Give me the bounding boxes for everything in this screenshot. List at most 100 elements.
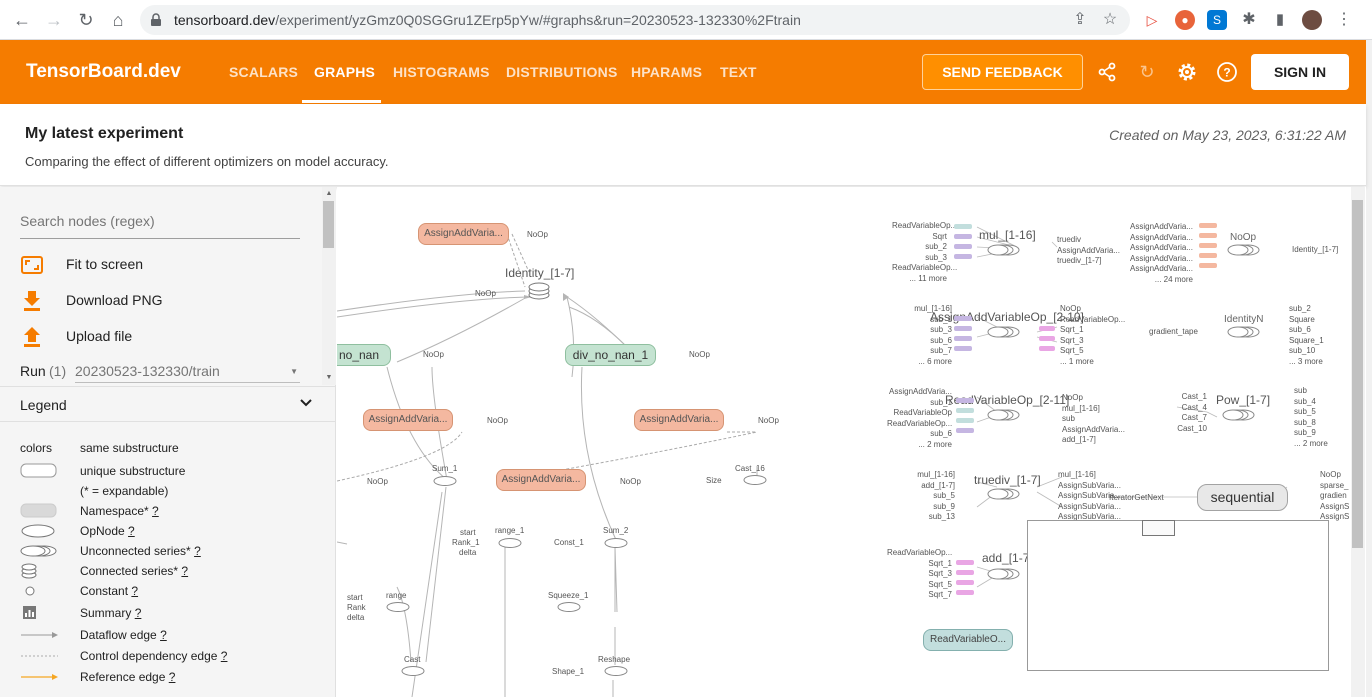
truediv-output-3: AssignSubVaria... bbox=[1058, 501, 1121, 511]
extension-icon-2[interactable]: ● bbox=[1175, 10, 1195, 30]
summary-help-link[interactable]: ? bbox=[134, 606, 142, 620]
scroll-up-icon[interactable]: ▲ bbox=[325, 190, 333, 197]
add-input-1: Sqrt_1 bbox=[928, 558, 952, 568]
pow-inputs: Cast_1 Cast_4 Cast_7 Cast_10 bbox=[1157, 392, 1207, 434]
graph-label-sum-2[interactable]: Sum_2 bbox=[603, 526, 629, 535]
series-node-mul[interactable] bbox=[987, 243, 1021, 257]
page-scrollbar[interactable] bbox=[1366, 40, 1372, 697]
opnode-cast[interactable] bbox=[400, 665, 426, 677]
reload-icon[interactable]: ↻ bbox=[78, 10, 94, 30]
minimap-viewport[interactable] bbox=[1142, 520, 1175, 536]
graph-node-sequential[interactable]: sequential bbox=[1197, 484, 1288, 511]
namespace-help-link[interactable]: ? bbox=[152, 504, 159, 518]
pow-input-3: Cast_10 bbox=[1177, 423, 1207, 433]
address-bar[interactable]: tensorboard.dev/experiment/yzGmz0Q0SGGru… bbox=[140, 5, 1130, 35]
series-node-assign-op[interactable] bbox=[987, 325, 1021, 339]
opnode-reshape[interactable] bbox=[603, 665, 629, 677]
graph-label-range-1[interactable]: range_1 bbox=[495, 526, 525, 535]
tab-distributions[interactable]: DISTRIBUTIONS bbox=[506, 64, 618, 80]
graph-label-add[interactable]: add_[1-7] bbox=[982, 551, 1033, 565]
series-node-noop[interactable] bbox=[1227, 243, 1261, 257]
back-icon[interactable]: ← bbox=[13, 10, 31, 30]
share-page-icon[interactable]: ⇪ bbox=[1073, 11, 1087, 28]
graph-node-div-no-nan-1[interactable]: div_no_nan_1 bbox=[565, 344, 656, 366]
graph-node-assign-top[interactable]: AssignAddVaria... bbox=[418, 223, 509, 245]
download-png-button[interactable]: Download PNG bbox=[20, 289, 310, 313]
brand-title[interactable]: TensorBoard.dev bbox=[26, 61, 181, 82]
chrome-menu-icon[interactable]: ⋮ bbox=[1336, 11, 1352, 28]
graph-label-read-var[interactable]: ReadVariableOp_[2-11] bbox=[945, 393, 1070, 407]
seq-output-2: gradien bbox=[1320, 491, 1347, 500]
graph-node-assign-a[interactable]: AssignAddVaria... bbox=[363, 409, 453, 431]
opnode-sum-1[interactable] bbox=[432, 475, 458, 487]
sign-in-button[interactable]: SIGN IN bbox=[1251, 54, 1349, 90]
controls-scrollbar-thumb[interactable] bbox=[323, 201, 334, 248]
tab-text[interactable]: TEXT bbox=[720, 64, 757, 80]
fit-to-screen-button[interactable]: Fit to screen bbox=[20, 253, 310, 277]
graph-label-cast-16[interactable]: Cast_16 bbox=[735, 464, 765, 473]
graph-node-assign-c[interactable]: AssignAddVaria... bbox=[496, 469, 586, 491]
graph-label-mul[interactable]: mul_[1-16] bbox=[979, 228, 1036, 242]
opnode-cast-16[interactable] bbox=[742, 474, 768, 486]
chevron-down-icon[interactable] bbox=[298, 395, 314, 411]
graph-node-assign-b[interactable]: AssignAddVaria... bbox=[634, 409, 724, 431]
scroll-down-icon[interactable]: ▼ bbox=[325, 374, 333, 381]
graph-minimap[interactable] bbox=[1027, 520, 1329, 671]
puzzle-extensions-icon[interactable]: ✱ bbox=[1242, 11, 1256, 28]
opnode-range[interactable] bbox=[385, 601, 411, 613]
connected-series-node-icon[interactable] bbox=[527, 282, 551, 300]
graph-label-squeeze-1[interactable]: Squeeze_1 bbox=[548, 591, 589, 600]
series-node-identity-n[interactable] bbox=[1227, 325, 1261, 339]
tab-hparams[interactable]: HPARAMS bbox=[631, 64, 703, 80]
graph-label-identity[interactable]: Identity_[1-7] bbox=[505, 266, 575, 280]
share-icon[interactable] bbox=[1096, 61, 1118, 83]
help-icon[interactable]: ? bbox=[1216, 61, 1238, 83]
graph-label-sum-1[interactable]: Sum_1 bbox=[432, 464, 458, 473]
connected-help-link[interactable]: ? bbox=[181, 564, 189, 578]
legend-namespace-row: Namespace* ? bbox=[20, 502, 320, 520]
reload-data-icon[interactable]: ↻ bbox=[1139, 62, 1155, 82]
graph-label-cast[interactable]: Cast bbox=[404, 655, 421, 664]
graph-label-identity-n[interactable]: IdentityN bbox=[1224, 314, 1264, 325]
upload-file-button[interactable]: Upload file bbox=[20, 325, 310, 349]
graph-node-read-variable[interactable]: ReadVariableO... bbox=[923, 629, 1013, 651]
legend-header[interactable]: Legend bbox=[0, 386, 336, 422]
bookmark-star-icon[interactable]: ☆ bbox=[1102, 11, 1118, 28]
tab-histograms[interactable]: HISTOGRAMS bbox=[393, 64, 490, 80]
tab-scalars[interactable]: SCALARS bbox=[229, 64, 299, 80]
constant-help-link[interactable]: ? bbox=[131, 584, 139, 598]
series-node-add[interactable] bbox=[987, 567, 1021, 581]
graph-label-noop-right[interactable]: NoOp bbox=[1230, 232, 1257, 243]
graph-scrollbar-thumb[interactable] bbox=[1352, 200, 1363, 548]
control-help-link[interactable]: ? bbox=[220, 649, 228, 663]
mul-input-2: sub_2 bbox=[925, 242, 947, 251]
extension-icon-1[interactable]: ▷ bbox=[1146, 12, 1158, 28]
graph-label-pow[interactable]: Pow_[1-7] bbox=[1216, 393, 1271, 407]
forward-icon[interactable]: → bbox=[45, 10, 63, 30]
opnode-range-1[interactable] bbox=[497, 537, 523, 549]
graph-label-truediv[interactable]: truediv_[1-7] bbox=[974, 473, 1041, 487]
search-nodes-input[interactable]: Search nodes (regex) bbox=[20, 213, 300, 239]
dataflow-help-link[interactable]: ? bbox=[160, 628, 167, 642]
graph-node-no-nan[interactable]: no_nan bbox=[337, 344, 391, 366]
opnode-sum-2[interactable] bbox=[603, 537, 629, 549]
side-panel-icon[interactable]: ▮ bbox=[1275, 11, 1285, 28]
send-feedback-button[interactable]: SEND FEEDBACK bbox=[922, 54, 1083, 90]
skype-icon[interactable]: S bbox=[1207, 10, 1227, 30]
graph-label-range[interactable]: range bbox=[386, 591, 407, 600]
home-icon[interactable]: ⌂ bbox=[112, 10, 124, 30]
reference-help-link[interactable]: ? bbox=[168, 670, 176, 684]
opnode-squeeze-1[interactable] bbox=[556, 601, 582, 613]
unconnected-help-link[interactable]: ? bbox=[194, 544, 201, 558]
profile-avatar[interactable] bbox=[1302, 10, 1322, 30]
pow-output-3: sub_8 bbox=[1294, 417, 1316, 427]
series-node-read-var[interactable] bbox=[987, 408, 1021, 422]
opnode-help-link[interactable]: ? bbox=[128, 524, 135, 538]
tab-graphs[interactable]: GRAPHS bbox=[314, 64, 376, 80]
run-dropdown[interactable]: 20230523-132330/train ▼ bbox=[75, 361, 300, 383]
graph-label-delta-2: delta bbox=[347, 613, 365, 622]
graph-label-reshape[interactable]: Reshape bbox=[598, 655, 631, 664]
series-node-pow[interactable] bbox=[1222, 408, 1256, 422]
settings-gear-icon[interactable] bbox=[1176, 61, 1198, 83]
series-node-truediv[interactable] bbox=[987, 487, 1021, 501]
